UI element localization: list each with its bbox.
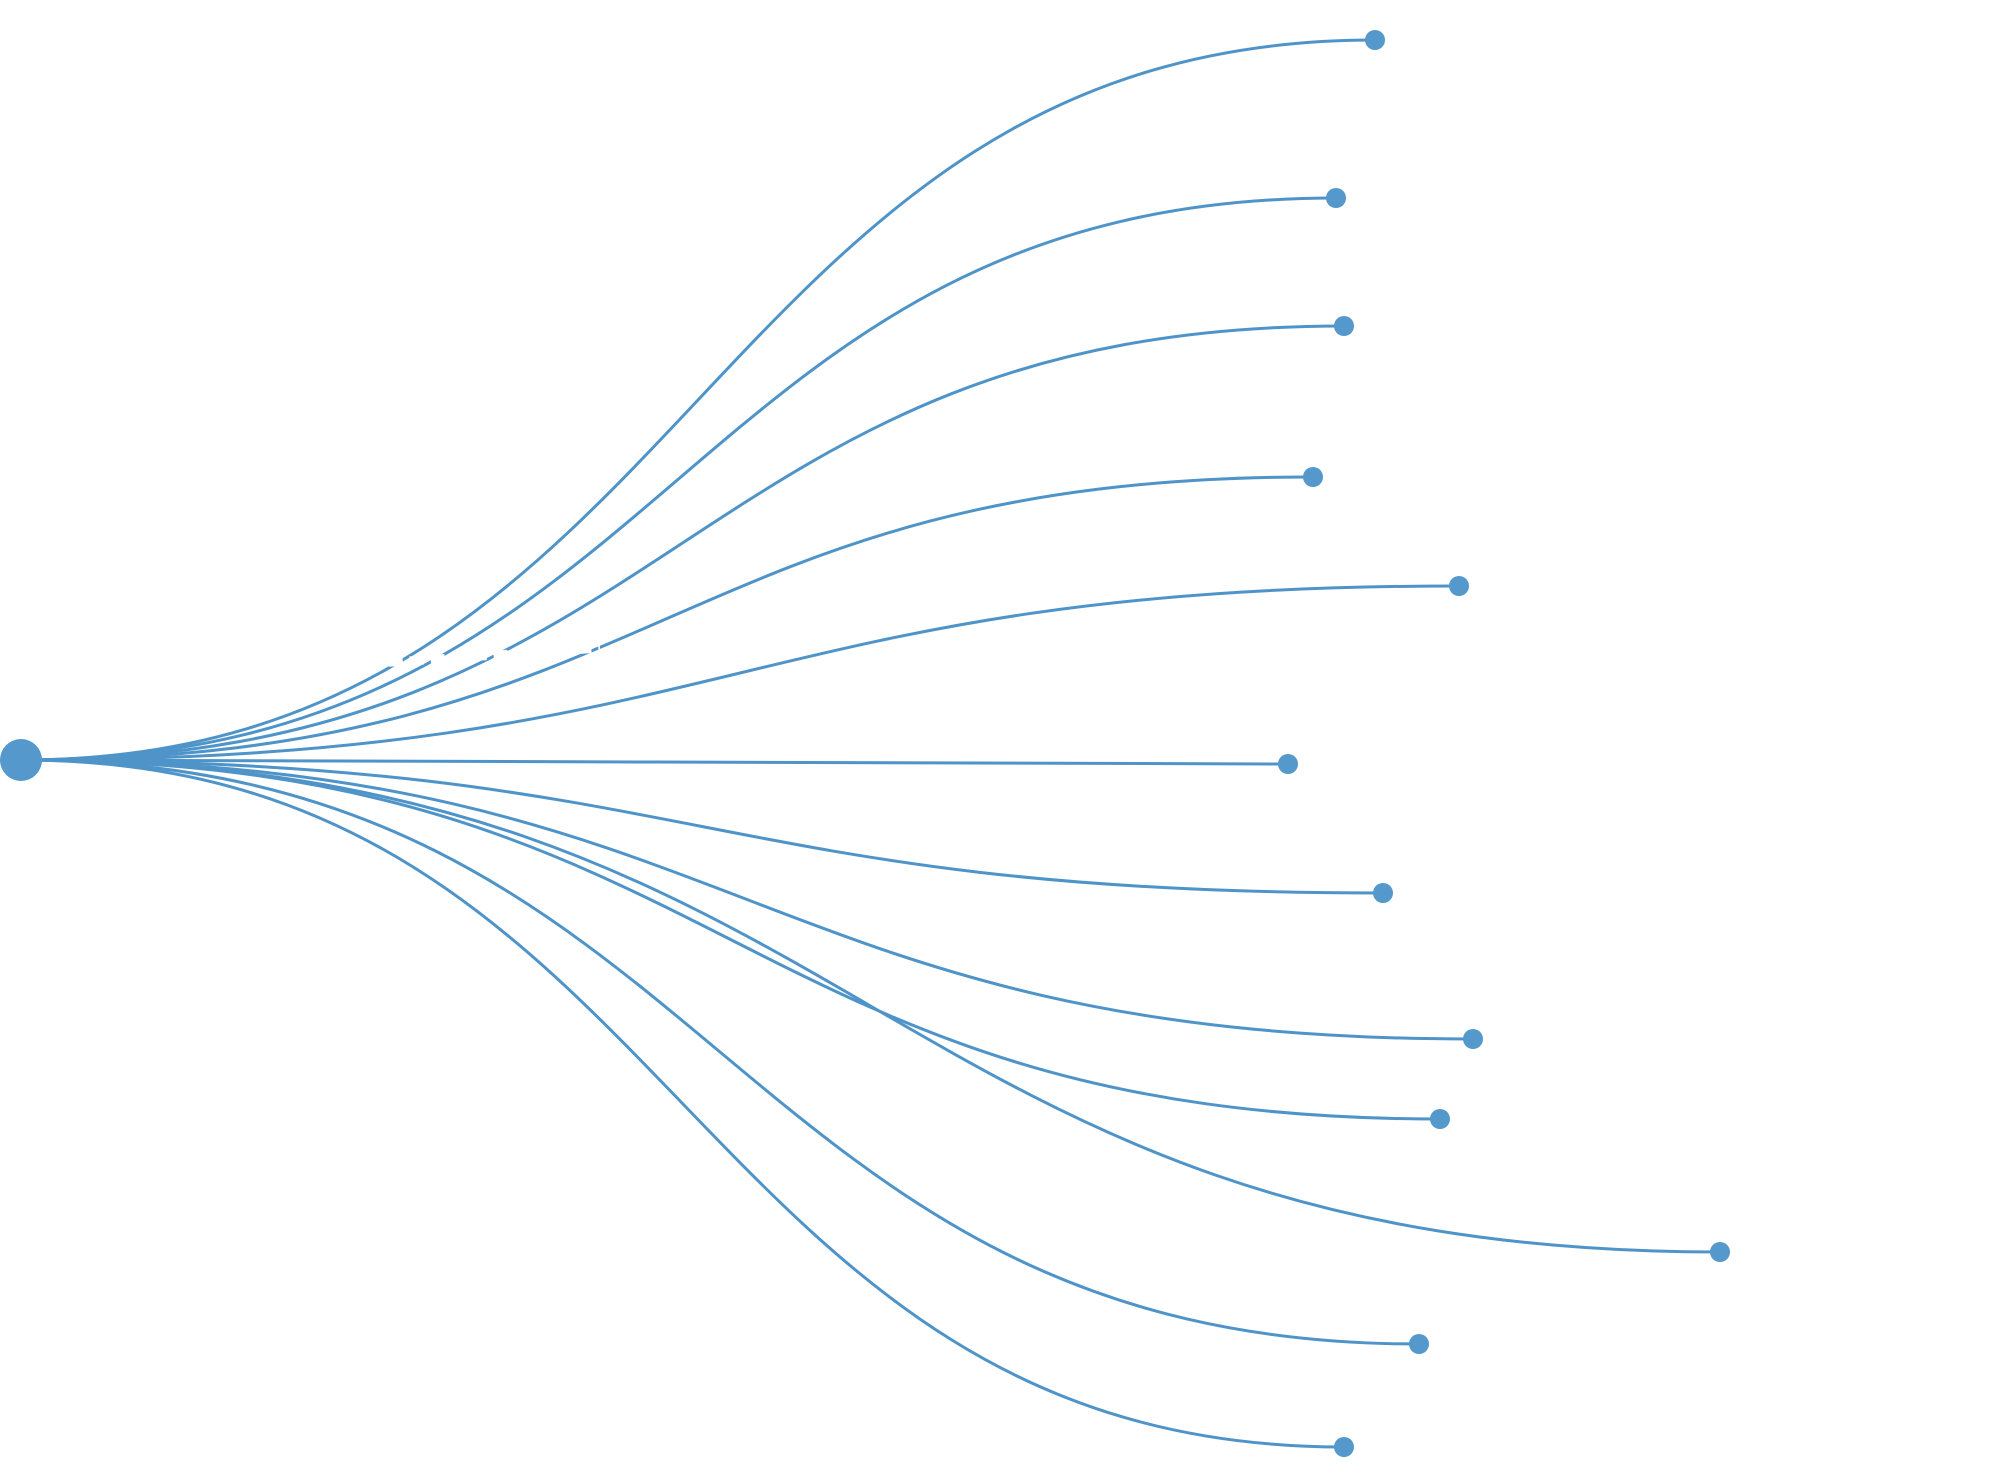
links-group (19, 38, 1722, 1449)
root-node[interactable] (0, 739, 42, 781)
leaf-node-7[interactable] (1373, 883, 1393, 903)
leaf-node-3[interactable] (1334, 316, 1354, 336)
label-halo (304, 643, 601, 673)
link-10 (19, 758, 1722, 1254)
link-5 (19, 584, 1461, 762)
leaf-nodes-group (1278, 30, 1730, 1457)
leaf-node-8[interactable] (1463, 1029, 1483, 1049)
leaf-node-6[interactable] (1278, 754, 1298, 774)
link-7 (19, 758, 1385, 895)
leaf-node-5[interactable] (1449, 576, 1469, 596)
leaf-node-9[interactable] (1430, 1109, 1450, 1129)
link-6 (19, 758, 1290, 766)
leaf-node-10[interactable] (1710, 1242, 1730, 1262)
link-11 (19, 758, 1421, 1346)
link-9 (19, 758, 1442, 1121)
leaf-node-2[interactable] (1326, 188, 1346, 208)
leaf-node-4[interactable] (1303, 467, 1323, 487)
link-8 (19, 758, 1475, 1041)
label-knockout-band (304, 643, 601, 673)
link-4 (19, 475, 1315, 762)
leaf-node-11[interactable] (1409, 1334, 1429, 1354)
link-2 (19, 196, 1338, 762)
leaf-node-1[interactable] (1365, 30, 1385, 50)
leaf-node-12[interactable] (1334, 1437, 1354, 1457)
link-3 (19, 324, 1346, 762)
link-1 (19, 38, 1377, 762)
link-12 (19, 758, 1346, 1449)
